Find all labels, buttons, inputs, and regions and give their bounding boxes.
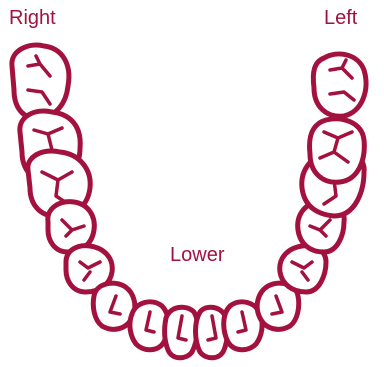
tooth-right-third-molar[interactable] [12,45,69,118]
tooth-left-third-molar[interactable] [313,54,366,116]
tooth-right-central-incisor[interactable] [165,307,198,358]
tooth-left-second-molar[interactable] [310,119,365,182]
